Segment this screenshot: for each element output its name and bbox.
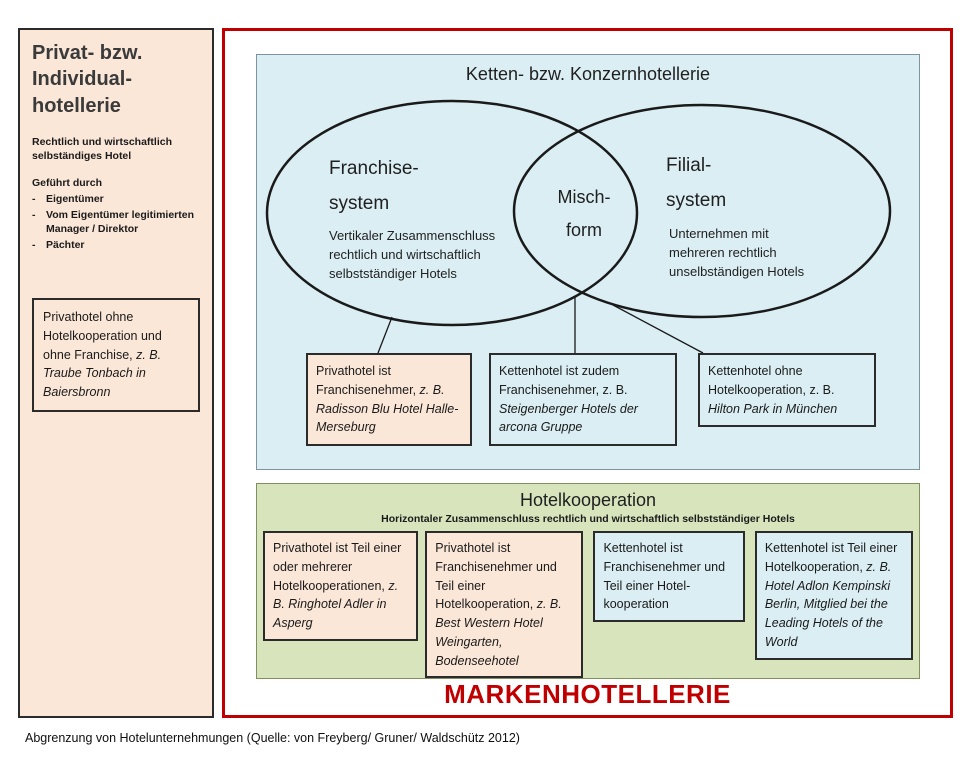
example-text-italic: Steigenberger Hotels der arcona Gruppe (499, 401, 638, 435)
private-panel-title: Privat- bzw. Individual- hotellerie (32, 42, 143, 117)
cooperation-box-private-franchise: Privathotel ist Franchisenehmer und Teil… (425, 531, 584, 679)
chain-example-box-franchise: Privathotel ist Franchisenehmer, z. B. R… (306, 353, 472, 446)
cooperation-boxes-row: Privathotel ist Teil einer oder mehrerer… (262, 531, 914, 679)
example-text-italic: z. B. Radisson Blu Hotel Halle-Merseburg (316, 382, 459, 435)
list-item: - Vom Eigentümer legitimierten Manager /… (32, 208, 200, 236)
list-item: - Eigentümer (32, 192, 200, 206)
chain-hotel-section: Ketten- bzw. Konzernhotellerie Franchise… (256, 54, 920, 470)
cooperation-section-title: Hotelkooperation (519, 490, 657, 510)
figure-caption: Abgrenzung von Hotelunternehmungen (Quel… (25, 731, 520, 745)
example-text-italic: z. B. Best Western Hotel Weingarten, Bod… (435, 597, 562, 668)
cooperation-box-chain: Kettenhotel ist Teil einer Hotelkooperat… (754, 531, 914, 660)
franchise-system-label: Franchise- system (329, 158, 419, 215)
example-text-italic: z. B. Ringhotel Adler in Asperg (273, 578, 399, 631)
example-text-italic: z. B. Hotel Adlon Kempinski Berlin, Mitg… (764, 559, 892, 649)
example-text: Kettenhotel ist Teil einer Hotelkooperat… (764, 541, 898, 574)
example-text-italic: z. B. Traube Tonbach in Baiersbronn (43, 347, 162, 400)
connector-line-franchise (377, 316, 393, 354)
list-bullet: - (32, 208, 36, 221)
chain-section-title: Ketten- bzw. Konzernhotellerie (465, 64, 711, 84)
cooperation-box-private: Privathotel ist Teil einer oder mehrerer… (263, 531, 419, 641)
example-text: Kettenhotel ist Franchisenehmer und Teil… (603, 541, 726, 612)
cooperation-section-subtitle: Horizontaler Zusammenschluss rechtlich u… (381, 513, 795, 525)
example-text-italic: Hilton Park in München (708, 401, 838, 416)
brand-hotellerie-title: MARKENHOTELLERIE (444, 679, 731, 709)
chain-example-box-misch: Kettenhotel ist zudem Franchisenehmer, z… (489, 353, 677, 446)
list-bullet: - (32, 192, 36, 205)
example-text: Kettenhotel ohne Hotelkooperation, z. B. (708, 364, 835, 397)
example-text: Privathotel ist Franchisenehmer, (316, 364, 420, 397)
mischform-label: Misch- form (557, 187, 611, 241)
private-hotel-example-box: Privathotel ohne Hotelkooperation und oh… (32, 298, 200, 412)
private-panel-list: - Eigentümer - Vom Eigentümer legitimier… (32, 192, 200, 253)
example-text: Privathotel ist Teil einer oder mehrerer… (273, 541, 402, 593)
connector-line-filial (612, 304, 704, 354)
list-item-label: Pächter (46, 239, 85, 252)
venn-diagram (265, 99, 892, 354)
venn-ellipse-franchise (265, 99, 639, 327)
private-panel-lead: Geführt durch (32, 176, 102, 189)
private-hotel-panel: Privat- bzw. Individual- hotellerie Rech… (18, 28, 214, 718)
cooperation-box-chain-franchise: Kettenhotel ist Franchisenehmer und Teil… (593, 531, 745, 622)
list-item-label: Eigentümer (46, 192, 104, 205)
example-text: Kettenhotel ist zudem Franchisenehmer, z… (499, 364, 628, 397)
list-item-label: Vom Eigentümer legitimierten Manager / D… (46, 208, 194, 235)
list-item: - Pächter (32, 238, 200, 252)
chain-example-box-filial: Kettenhotel ohne Hotelkooperation, z. B.… (698, 353, 876, 428)
list-bullet: - (32, 239, 36, 252)
venn-ellipse-filial (512, 103, 892, 319)
filial-system-description: Unternehmen mit mehreren rechtlich unsel… (669, 226, 805, 279)
cooperation-section: Hotelkooperation Horizontaler Zusammensc… (256, 483, 920, 679)
franchise-system-description: Vertikaler Zusammenschluss rechtlich und… (329, 228, 496, 281)
filial-system-label: Filial- system (666, 155, 727, 212)
brand-hotel-panel: Ketten- bzw. Konzernhotellerie Franchise… (222, 28, 953, 718)
private-panel-subtitle: Rechtlich und wirtschaftlich selbständig… (32, 136, 173, 163)
example-text: Privathotel ist Franchisenehmer und Teil… (435, 541, 557, 612)
example-text: Privathotel ohne Hotelkooperation und oh… (43, 310, 162, 362)
